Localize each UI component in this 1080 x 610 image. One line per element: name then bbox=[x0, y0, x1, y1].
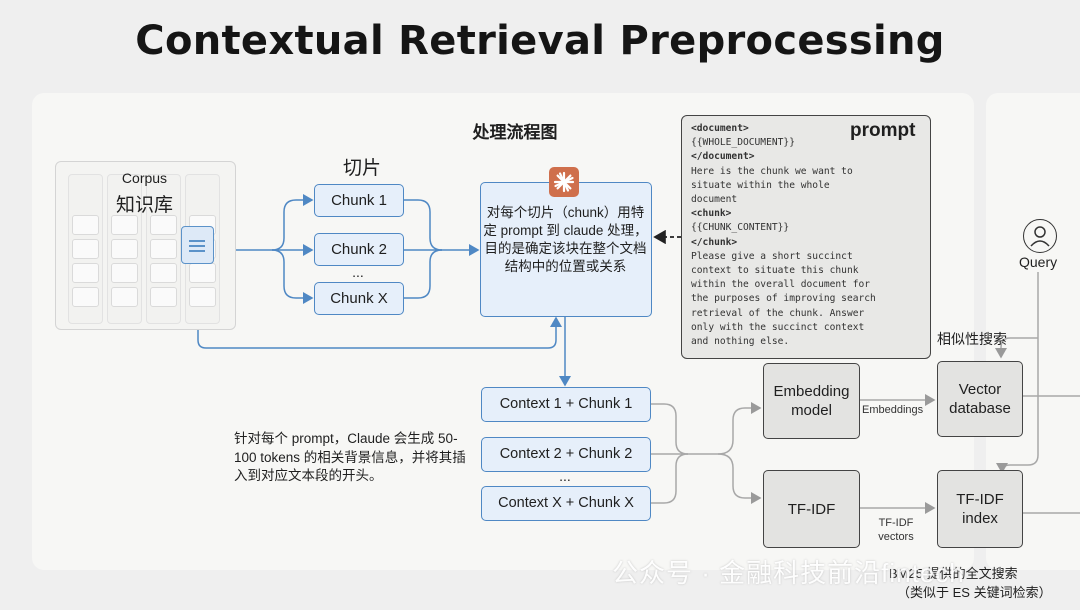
tfidf-vectors-label: TF-IDF vectors bbox=[878, 517, 914, 543]
prompt-line: and nothing else. bbox=[691, 336, 790, 348]
tfidf-index-box: TF-IDF index bbox=[937, 470, 1023, 548]
prompt-box bbox=[681, 115, 931, 359]
similarity-search-label: 相似性搜索 bbox=[937, 331, 1007, 347]
prompt-title: prompt bbox=[850, 120, 916, 141]
prompt-line: document bbox=[691, 194, 738, 206]
vector-database-box: Vector database bbox=[937, 361, 1023, 437]
prompt-line: {{CHUNK_CONTENT}} bbox=[691, 222, 790, 234]
prompt-line: </document> bbox=[691, 151, 755, 163]
user-icon bbox=[1023, 219, 1057, 253]
note-text: 针对每个 prompt，Claude 会生成 50-100 tokens 的相关… bbox=[234, 431, 466, 483]
corpus-stack-2 bbox=[107, 174, 142, 324]
tfidf-label: TF-IDF bbox=[787, 500, 836, 518]
embeddings-label: Embeddings bbox=[862, 404, 924, 416]
prompt-line: situate within the whole bbox=[691, 179, 830, 191]
tfidf-box: TF-IDF bbox=[763, 470, 860, 548]
prompt-text: <document> {{WHOLE_DOCUMENT}} </document> H… bbox=[691, 122, 926, 349]
prompt-line: within the overall document for bbox=[691, 279, 871, 291]
document-icon bbox=[181, 226, 214, 264]
vector-database-label: Vector database bbox=[949, 381, 1011, 417]
tfidf-index-label: TF-IDF index bbox=[956, 491, 1004, 527]
corpus-label-cn: 知识库 bbox=[115, 195, 173, 216]
prompt-line: retrieval of the chunk. Answer bbox=[691, 307, 865, 319]
prompt-line: context to situate this chunk bbox=[691, 265, 859, 277]
watermark: 公众号 · 金融科技前沿fintech bbox=[612, 558, 965, 588]
flow-title: 处理流程图 bbox=[472, 123, 558, 142]
page-title: Contextual Retrieval Preprocessing bbox=[135, 18, 945, 64]
prompt-line: the purposes of improving search bbox=[691, 293, 876, 305]
corpus-stack-1 bbox=[68, 174, 103, 324]
context-chunk-box: Context 2 + Chunk 2 bbox=[481, 437, 651, 472]
bm25-label: BM25 提供的全文搜索 bbox=[889, 566, 1018, 581]
chunk-box: Chunk 1 bbox=[314, 184, 404, 217]
chunk-box: Chunk X bbox=[314, 282, 404, 315]
chunk-box: Chunk 2 bbox=[314, 233, 404, 266]
embedding-model-label: Embedding model bbox=[773, 383, 850, 419]
context-chunk-box: Context X + Chunk X bbox=[481, 486, 651, 521]
embedding-model-box: Embedding model bbox=[763, 363, 860, 439]
prompt-line: </chunk> bbox=[691, 236, 738, 248]
bm25-sublabel: （类似于 ES 关键词检索） bbox=[897, 585, 1052, 600]
claude-process-text: 对每个切片（chunk）用特定 prompt 到 claude 处理，目的是确定… bbox=[483, 205, 648, 274]
context-chunk-box: Context 1 + Chunk 1 bbox=[481, 387, 651, 422]
query-label: Query bbox=[1019, 254, 1058, 270]
corpus-label: Corpus bbox=[121, 170, 168, 186]
prompt-line: only with the succinct context bbox=[691, 321, 865, 333]
prompt-line: <chunk> bbox=[691, 208, 732, 220]
corpus-stack-3 bbox=[146, 174, 181, 324]
prompt-line: Please give a short succinct bbox=[691, 250, 853, 262]
prompt-line: <document> bbox=[691, 123, 749, 134]
prompt-line: {{WHOLE_DOCUMENT}} bbox=[691, 137, 795, 149]
claude-icon bbox=[549, 167, 579, 197]
context-ellipsis: ... bbox=[559, 468, 571, 484]
chunking-label: 切片 bbox=[342, 158, 381, 179]
chunk-ellipsis: ... bbox=[352, 264, 364, 280]
prompt-line: Here is the chunk we want to bbox=[691, 165, 853, 177]
